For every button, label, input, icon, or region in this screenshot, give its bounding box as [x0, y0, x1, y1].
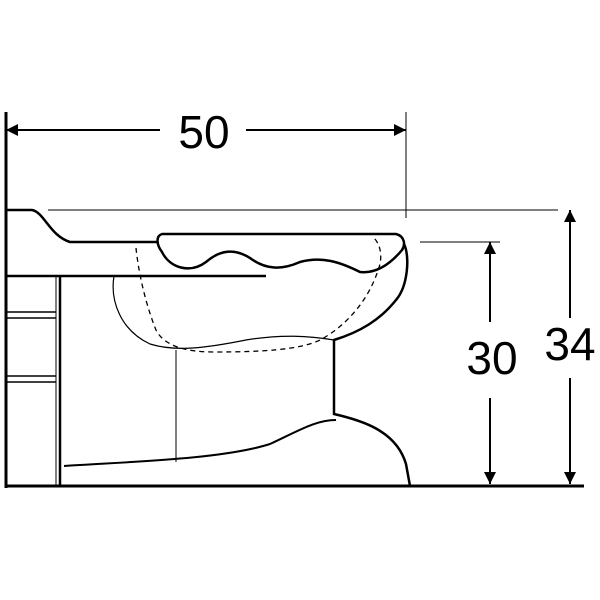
pedestal-base	[63, 419, 337, 467]
trapway-hidden-line	[135, 237, 382, 353]
dimension-rim-height-label: 30	[466, 332, 517, 384]
dimension-total-height: 34	[544, 210, 596, 484]
toilet-seat	[156, 232, 406, 274]
dimension-width-label: 50	[178, 106, 229, 158]
seat-hinge-ledge	[6, 208, 158, 244]
bowl-shell	[332, 243, 412, 487]
bowl-inner-outline	[112, 275, 335, 349]
mounting-frame	[6, 275, 62, 486]
dimension-width: 50	[6, 106, 406, 158]
dimension-total-height-label: 34	[544, 318, 595, 370]
dimension-rim-height: 30	[466, 242, 518, 484]
